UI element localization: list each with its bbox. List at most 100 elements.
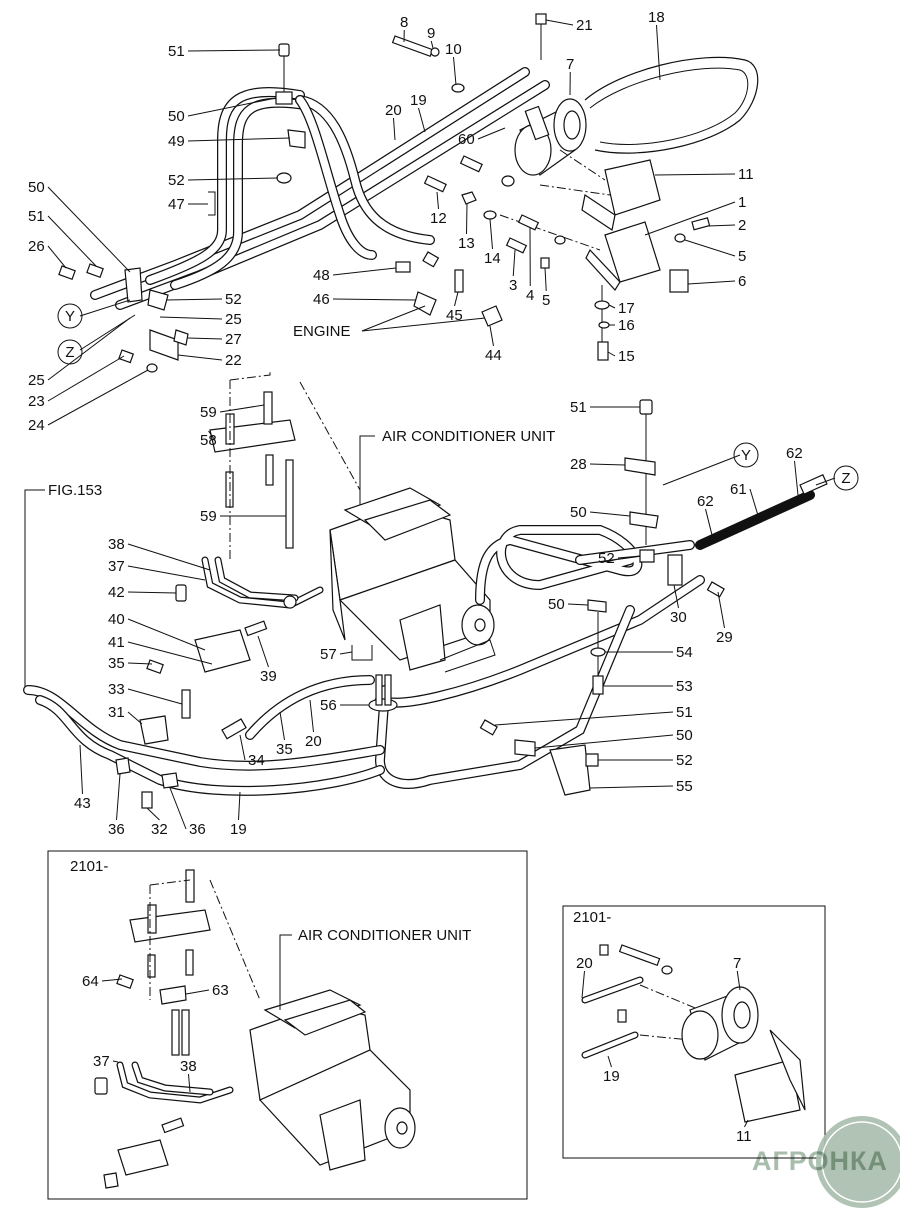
inset-left-serial: 2101- [70, 858, 108, 875]
callout-35: 35 [108, 655, 125, 672]
callout-7: 7 [733, 955, 741, 972]
leader-line [589, 511, 631, 517]
callout-11: 11 [736, 1128, 752, 1145]
leader-line [430, 40, 434, 49]
leader-line [165, 298, 223, 301]
nut-36 [115, 757, 131, 775]
bolt-53 [592, 675, 604, 695]
callout-38: 38 [180, 1058, 197, 1075]
nut-52 [639, 549, 655, 563]
clamp-50b [587, 599, 607, 613]
callout-50: 50 [570, 504, 587, 521]
leader-line [47, 355, 125, 402]
bolt-12b [459, 155, 483, 173]
plate [129, 909, 211, 943]
air-conditioner-unit [329, 487, 496, 673]
callout-39: 39 [260, 668, 277, 685]
bolt-29 [706, 581, 725, 598]
callout-2: 2 [738, 217, 746, 234]
leader-line [187, 49, 281, 52]
leader-line [589, 785, 674, 789]
callout-50: 50 [168, 108, 185, 125]
leader-line [47, 317, 131, 381]
bolt-35 [146, 659, 164, 675]
callout-14: 14 [484, 250, 501, 267]
nut-52 [147, 289, 169, 311]
leader-line [393, 117, 396, 141]
callout-22: 22 [225, 352, 242, 369]
callout-11: 11 [738, 166, 754, 183]
callout-41: 41 [108, 634, 125, 651]
leader-line [116, 773, 121, 821]
washer-17 [594, 300, 610, 310]
leader-line [127, 641, 213, 665]
compressor-7 [514, 98, 587, 176]
callout-42: 42 [108, 584, 125, 601]
callout-16: 16 [618, 317, 635, 334]
engine-label: ENGINE [293, 323, 351, 340]
nut-52 [276, 172, 292, 184]
callout-64: 64 [82, 973, 99, 990]
callout-52: 52 [598, 550, 615, 567]
watermark-logo-text: АГРОНКА [752, 1146, 888, 1176]
leader-line [644, 201, 736, 236]
callout-29: 29 [716, 629, 733, 646]
leader-line [607, 351, 616, 357]
leader-line [257, 635, 269, 668]
callout-50: 50 [676, 727, 693, 744]
leader-line [736, 970, 741, 991]
callout-43: 43 [74, 795, 91, 812]
leader-line [607, 1055, 612, 1068]
leader-line [101, 978, 123, 982]
leader-line [187, 177, 279, 181]
callout-34: 34 [248, 752, 265, 769]
callout-50: 50 [548, 596, 565, 613]
inset-right: 2101- [562, 905, 826, 1159]
leader-line [477, 127, 506, 140]
washer-5 [674, 233, 686, 243]
clamp-31 [139, 715, 169, 745]
callout-35: 35 [276, 741, 293, 758]
leader-line [332, 298, 417, 301]
bolt-4 [517, 214, 540, 231]
air-conditioner-unit-inset [249, 989, 416, 1171]
callout-46: 46 [313, 291, 330, 308]
inset-right-serial: 2101- [573, 909, 611, 926]
leader-line [794, 460, 799, 496]
bolt-64 [116, 974, 134, 990]
ref-circle-z-mid [833, 465, 859, 491]
callout-48: 48 [313, 267, 330, 284]
leader-line [47, 215, 97, 267]
leader-line [187, 137, 291, 142]
bolt-51 [639, 399, 653, 415]
callout-17: 17 [618, 300, 635, 317]
washer-16 [598, 321, 610, 329]
leader-line [185, 989, 210, 995]
bolt-2 [691, 217, 711, 231]
fitting-34 [221, 718, 247, 740]
leader-line [112, 1060, 119, 1063]
bolt-32 [141, 791, 153, 809]
leader-line [512, 249, 516, 277]
leader-line [454, 291, 459, 307]
leader-line [453, 56, 457, 86]
callout-37: 37 [93, 1053, 110, 1070]
callout-52: 52 [225, 291, 242, 308]
leader-line [127, 543, 211, 571]
top-assembly: Y Z ENGINE [57, 13, 759, 373]
inset-right-frame [562, 905, 826, 1159]
callout-51: 51 [570, 399, 587, 416]
leader-line [47, 245, 67, 269]
fitting-48 [395, 261, 411, 273]
callout-59: 59 [200, 508, 217, 525]
leader-line [567, 603, 589, 606]
leader-line [219, 404, 265, 413]
leader-line [489, 218, 493, 250]
leader-line [79, 744, 83, 795]
leader-line [654, 173, 736, 176]
callout-25: 25 [28, 372, 45, 389]
ref-circle-y-mid [733, 442, 759, 468]
